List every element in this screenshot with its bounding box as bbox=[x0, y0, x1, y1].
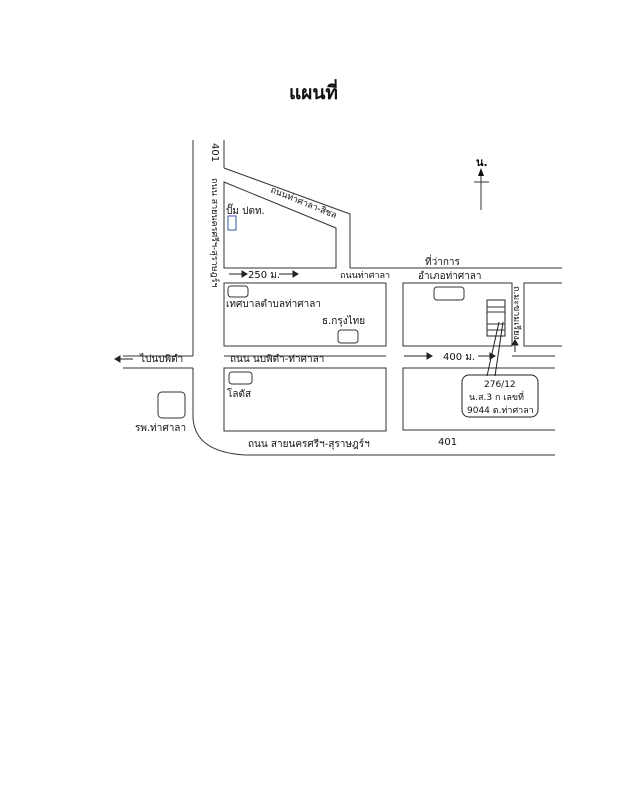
bank-marker bbox=[337, 329, 359, 344]
property-callout-box bbox=[461, 374, 539, 418]
property-building bbox=[486, 299, 506, 337]
gas-station-marker bbox=[227, 215, 237, 231]
municipality-marker bbox=[227, 285, 249, 298]
hospital-marker bbox=[157, 391, 186, 419]
callout-pointer-2 bbox=[494, 321, 504, 377]
lotus-label: โลตัส bbox=[227, 387, 251, 400]
road-vertical-name: ถนน สายนครศรีฯ-สุราษฎร์ฯ bbox=[209, 178, 221, 288]
north-arrow-icon bbox=[478, 168, 484, 176]
block-gas-station bbox=[223, 181, 337, 269]
page-title: แผนที่ bbox=[289, 82, 338, 104]
distance-250-label: 250 ม. bbox=[248, 270, 280, 281]
district-office-label-2: อำเภอท่าศาลา bbox=[418, 271, 482, 282]
district-office-label-1: ที่ว่าการ bbox=[425, 254, 460, 268]
block-lotus bbox=[223, 367, 387, 432]
road-401-curve bbox=[192, 368, 555, 456]
district-office-marker bbox=[433, 286, 465, 301]
hospital-label: รพ.ท่าศาลา bbox=[135, 423, 186, 434]
callout-line-1: 276/12 bbox=[484, 380, 516, 390]
gas-station-label: ปั๊ม ปตท. bbox=[226, 203, 265, 217]
distance-400-label: 400 ม. bbox=[443, 352, 475, 363]
road-bottom-label: ถนน สายนครศรีฯ-สุราษฎร์ฯ bbox=[248, 438, 370, 450]
road-diagonal-name: ถนนท่าศาลา-สิชล bbox=[269, 185, 338, 222]
block-lower-right bbox=[402, 367, 555, 431]
callout-line-3: 9044 ต.ท่าศาลา bbox=[467, 406, 534, 416]
lotus-marker bbox=[228, 371, 253, 385]
municipality-label: เทศบาลตำบลท่าศาลา bbox=[226, 299, 321, 310]
callout-pointer-1 bbox=[486, 321, 500, 377]
road-nopphitam-label: ถนน นบพิตำ-ท่าศาลา bbox=[230, 354, 324, 365]
block-district-office bbox=[402, 282, 513, 347]
block-municipality bbox=[223, 282, 387, 347]
block-right-small bbox=[523, 282, 562, 347]
krungthai-bank-label: ธ.กรุงไทย bbox=[322, 315, 365, 327]
road-401-vertical-number: 401 bbox=[209, 143, 220, 162]
road-401-bottom-number: 401 bbox=[438, 437, 457, 448]
road-diagonal-edge bbox=[223, 167, 351, 268]
north-label: น. bbox=[476, 156, 488, 169]
right-road-label: ถ.มะขามเรียง bbox=[511, 286, 522, 340]
road-thasala-label: ถนนท่าศาลา bbox=[340, 271, 390, 281]
to-nopphitam-label: ไปนบพิตำ bbox=[139, 353, 183, 365]
callout-line-2: น.ส.3 ก เลขที่ bbox=[469, 390, 524, 403]
